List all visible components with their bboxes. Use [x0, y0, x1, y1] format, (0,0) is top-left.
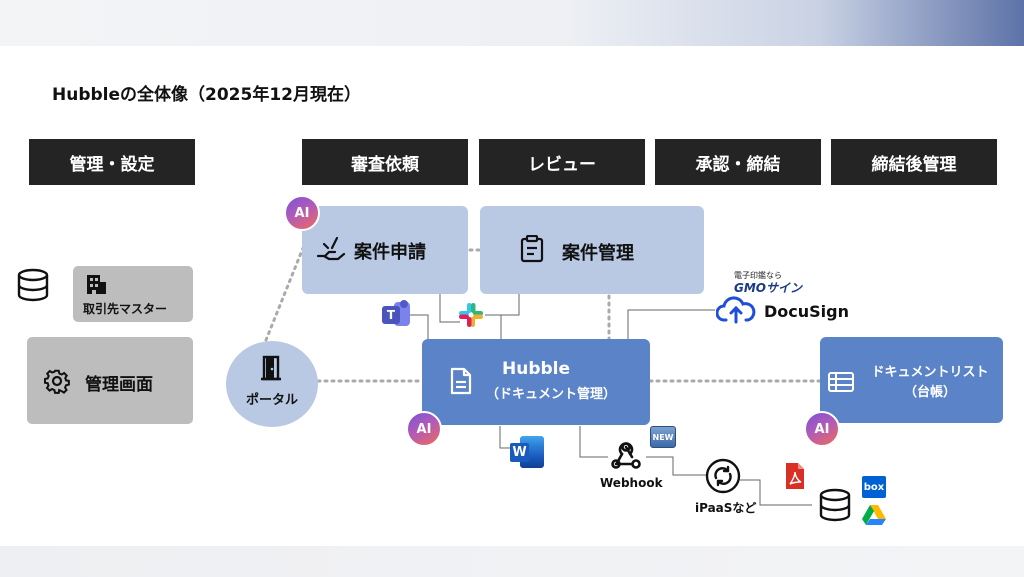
- handshake-pen-icon: [316, 236, 348, 268]
- line-docusign: [627, 309, 715, 339]
- pdf-icon: [784, 462, 806, 494]
- line-webhook-ipaas: [646, 456, 706, 476]
- document-icon: [450, 367, 472, 399]
- line-ipaas-storage: [740, 479, 812, 506]
- portal-label: ポータル: [245, 393, 298, 408]
- google-drive-icon: [862, 504, 886, 530]
- header-approval: 承認・締結: [655, 139, 821, 185]
- hubble-box: Hubble （ドキュメント管理）: [422, 339, 650, 425]
- document-list-line1: ドキュメントリスト: [871, 365, 989, 380]
- line-word: [499, 426, 510, 449]
- case-request-box: 案件申請: [302, 206, 468, 294]
- line-teams: [408, 314, 429, 339]
- sync-icon: [705, 458, 741, 498]
- header-review: レビュー: [479, 139, 645, 185]
- new-badge: NEW: [650, 426, 676, 448]
- line-webhook: [579, 426, 608, 458]
- gmo-tagline: 電子印鑑なら: [734, 271, 782, 280]
- gear-icon: [43, 368, 70, 398]
- line-slack-hubble: [485, 314, 502, 339]
- docusign-label: DocuSign: [764, 302, 849, 321]
- ai-badge-hubble: AI: [406, 411, 442, 447]
- header-request: 審査依頼: [302, 139, 468, 185]
- document-list-box: ドキュメントリスト （台帳）: [820, 337, 1003, 423]
- case-request-label: 案件申請: [354, 242, 426, 263]
- slack-icon: [458, 302, 484, 332]
- header-settings: 管理・設定: [29, 139, 195, 185]
- page-title: Hubbleの全体像（2025年12月現在）: [52, 85, 361, 105]
- case-management-label: 案件管理: [562, 243, 634, 264]
- gmo-sign-logo: GMOサイン: [734, 281, 802, 295]
- word-icon: W: [510, 436, 544, 468]
- header-post: 締結後管理: [831, 139, 997, 185]
- box-icon: box: [862, 476, 886, 498]
- ai-badge-doclist: AI: [804, 411, 840, 447]
- building-icon: [85, 273, 107, 299]
- line-request-slack: [439, 294, 460, 323]
- webhook-label: Webhook: [600, 476, 663, 490]
- client-master-label: 取引先マスター: [83, 302, 168, 316]
- ipaas-label: iPaaSなど: [695, 501, 757, 515]
- admin-screen-box: 管理画面: [27, 337, 193, 424]
- ai-badge-request: AI: [284, 195, 320, 231]
- top-band: [0, 0, 1024, 46]
- document-list-line2: （台帳）: [903, 385, 956, 400]
- teams-icon: T: [382, 300, 412, 330]
- line-management-slack: [501, 294, 520, 316]
- storage-database-icon: [818, 488, 852, 526]
- list-table-icon: [828, 372, 854, 396]
- case-management-box: 案件管理: [480, 206, 704, 294]
- docusign-cloud-icon: [715, 296, 756, 328]
- webhook-icon: [610, 440, 642, 474]
- portal-node: ポータル: [226, 341, 318, 427]
- bottom-band: [0, 546, 1024, 577]
- client-master-box: 取引先マスター: [73, 266, 193, 322]
- database-icon: [16, 268, 50, 306]
- admin-screen-label: 管理画面: [85, 375, 153, 395]
- hubble-subtitle: （ドキュメント管理）: [485, 387, 616, 402]
- door-icon: [260, 355, 282, 385]
- dotted-portal-request: [264, 246, 305, 342]
- hubble-title: Hubble: [501, 359, 571, 379]
- clipboard-icon: [520, 234, 544, 267]
